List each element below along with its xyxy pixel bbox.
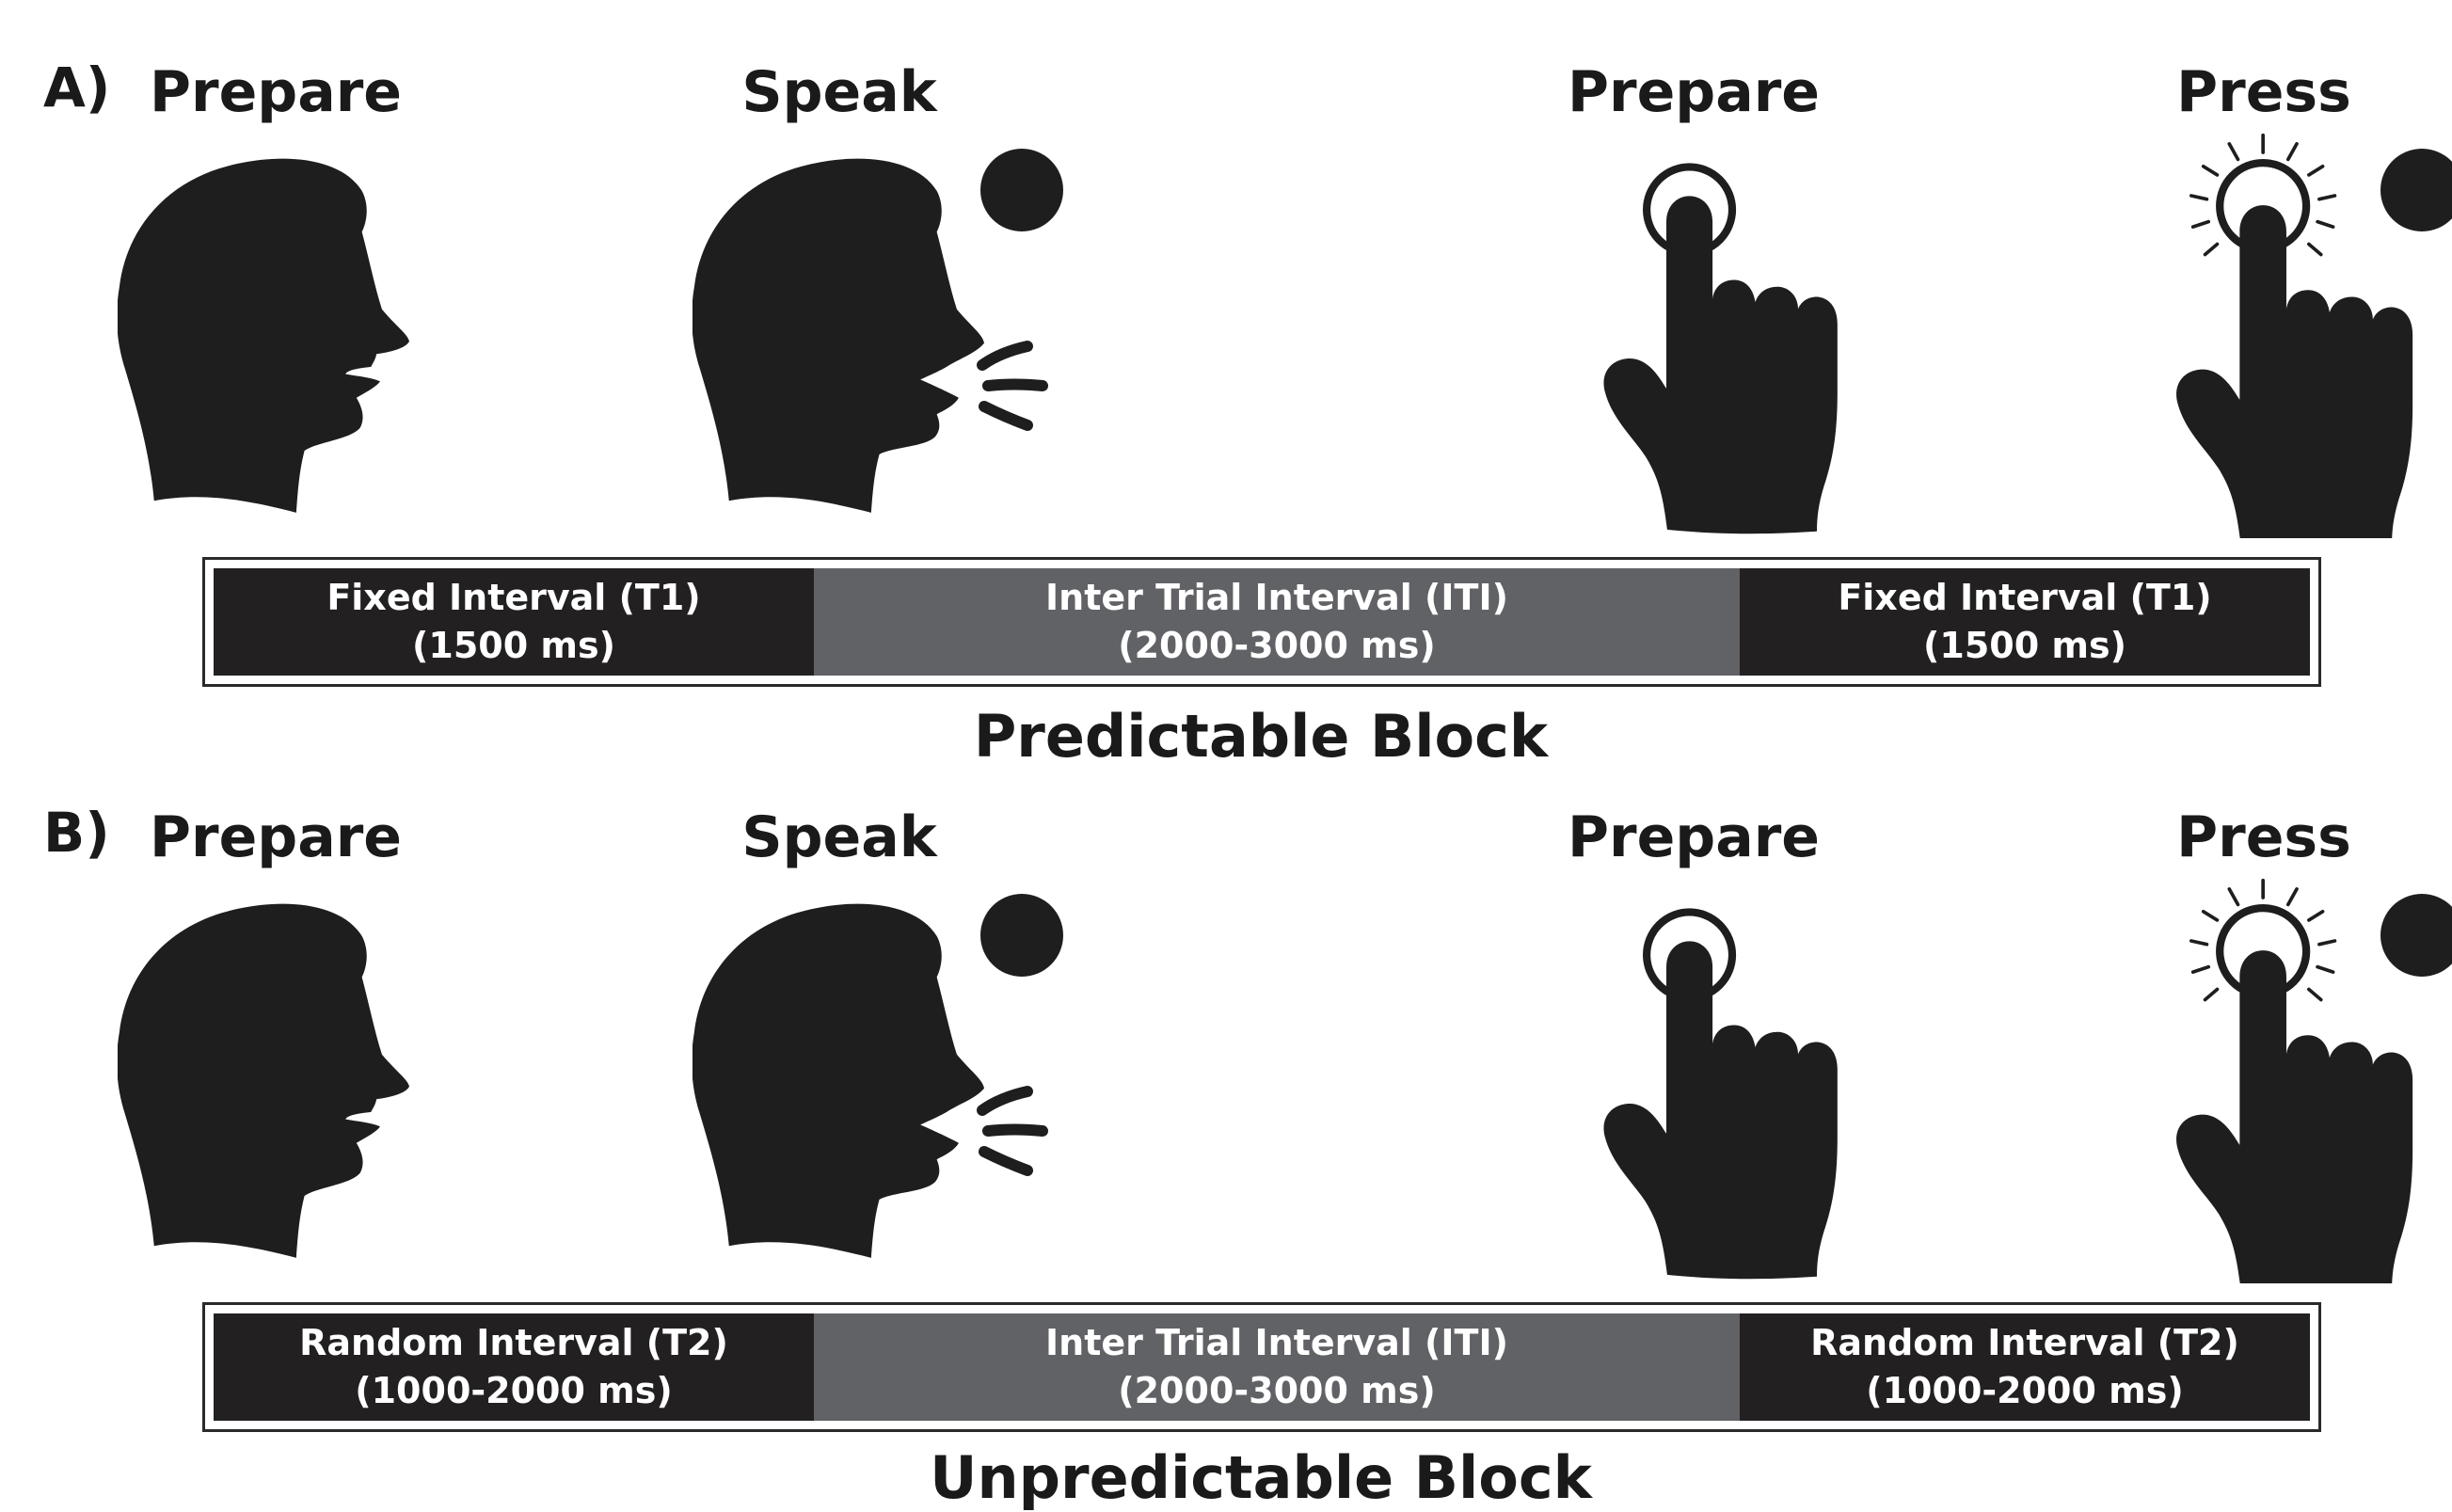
finger-touch-icon	[1586, 907, 1859, 1283]
panel-b-press-label: Press	[2176, 809, 2351, 866]
head-silhouette-icon	[118, 139, 409, 525]
panel-b-timeline: Random Interval (T2) (1000-2000 ms) Inte…	[202, 1302, 2321, 1432]
panel-a-letter: A)	[43, 60, 110, 115]
speaking-head-icon	[693, 884, 984, 1270]
panel-a-interval-speech: Fixed Interval (T1) (1500 ms)	[214, 568, 814, 676]
speaking-head-icon	[693, 139, 984, 525]
finger-touch-icon	[1586, 162, 1859, 538]
head-silhouette-icon	[118, 884, 409, 1270]
panel-b-speak-label: Speak	[741, 809, 936, 866]
cue-dot-icon	[980, 149, 1063, 231]
segment-duration: (2000-3000 ms)	[1118, 1367, 1435, 1415]
panel-a-press-label: Press	[2176, 64, 2351, 120]
panel-b-interval-speech: Random Interval (T2) (1000-2000 ms)	[214, 1313, 814, 1421]
segment-title: Random Interval (T2)	[299, 1319, 728, 1367]
panel-b-prepare-speech-label: Prepare	[150, 809, 402, 866]
panel-a-timeline: Fixed Interval (T1) (1500 ms) Inter Tria…	[202, 557, 2321, 687]
panel-b-prepare-press-label: Prepare	[1568, 809, 1820, 866]
panel-a-caption: Predictable Block	[974, 708, 1548, 766]
segment-duration: (2000-3000 ms)	[1118, 622, 1435, 670]
panel-b-interval-press: Random Interval (T2) (1000-2000 ms)	[1740, 1313, 2310, 1421]
panel-a-prepare-press-label: Prepare	[1568, 64, 1820, 120]
speech-lines-icon	[975, 339, 1050, 433]
segment-duration: (1000-2000 ms)	[355, 1367, 672, 1415]
panel-a-speak-label: Speak	[741, 64, 936, 120]
panel-b-letter: B)	[43, 805, 110, 860]
segment-title: Fixed Interval (T1)	[326, 574, 700, 622]
segment-title: Inter Trial Interval (ITI)	[1045, 574, 1508, 622]
panel-b-iti: Inter Trial Interval (ITI) (2000-3000 ms…	[814, 1313, 1740, 1421]
segment-title: Random Interval (T2)	[1810, 1319, 2239, 1367]
segment-title: Fixed Interval (T1)	[1838, 574, 2211, 622]
cue-dot-icon	[980, 894, 1063, 977]
segment-duration: (1500 ms)	[412, 622, 615, 670]
segment-duration: (1000-2000 ms)	[1866, 1367, 2183, 1415]
segment-title: Inter Trial Interval (ITI)	[1045, 1319, 1508, 1367]
panel-a-interval-press: Fixed Interval (T1) (1500 ms)	[1740, 568, 2310, 676]
panel-b-caption: Unpredictable Block	[930, 1449, 1592, 1507]
segment-duration: (1500 ms)	[1923, 622, 2126, 670]
panel-a-prepare-speech-label: Prepare	[150, 64, 402, 120]
speech-lines-icon	[975, 1084, 1050, 1178]
panel-a-iti: Inter Trial Interval (ITI) (2000-3000 ms…	[814, 568, 1740, 676]
